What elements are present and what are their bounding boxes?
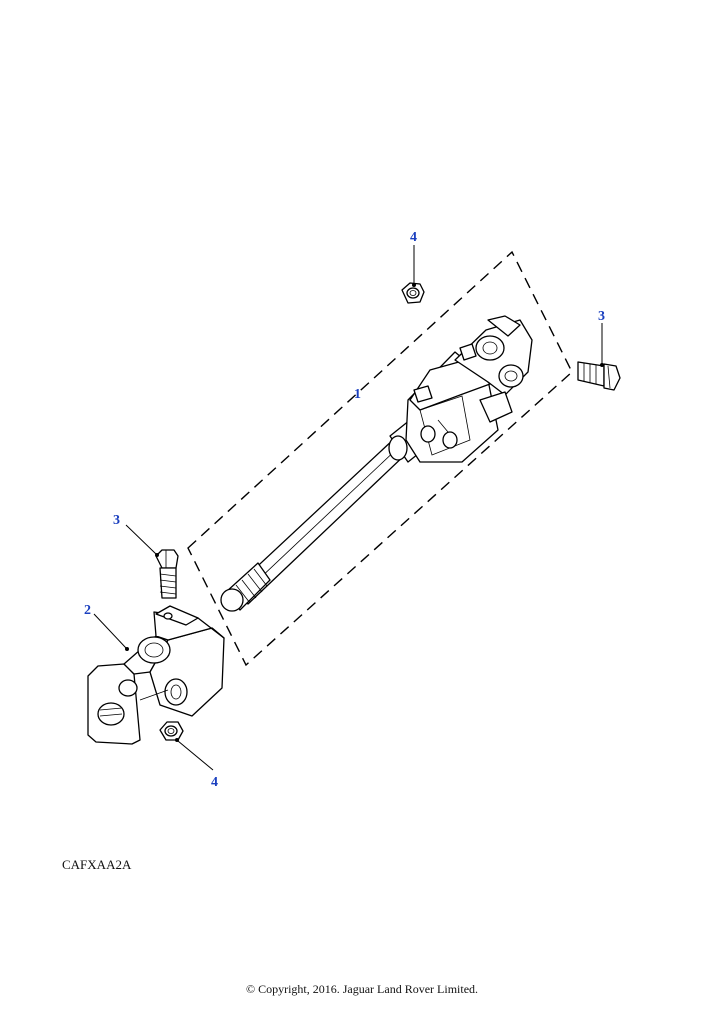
nut-top[interactable]: [401, 282, 425, 304]
nut-bottom[interactable]: [159, 721, 184, 741]
callout-3-top[interactable]: 3: [598, 309, 605, 324]
leader-lines: [93, 245, 604, 771]
callout-3-left[interactable]: 3: [113, 513, 120, 528]
splined-shaft-end: [220, 562, 271, 612]
copyright-notice: © Copyright, 2016. Jaguar Land Rover Lim…: [245, 982, 479, 996]
callout-2[interactable]: 2: [84, 603, 91, 618]
diagram-reference-code: CAFXAA2A: [62, 857, 132, 872]
upper-universal-joint: [405, 315, 533, 463]
intermediate-shaft-assembly[interactable]: [220, 315, 533, 612]
assembly-boundary: [187, 250, 573, 667]
bolt-left[interactable]: [155, 549, 179, 599]
bolt-upper[interactable]: [577, 361, 621, 391]
callout-1[interactable]: 1: [354, 387, 361, 402]
callout-4-bottom[interactable]: 4: [211, 775, 218, 790]
lower-universal-joint[interactable]: [87, 605, 225, 745]
callout-4-top[interactable]: 4: [410, 230, 417, 245]
